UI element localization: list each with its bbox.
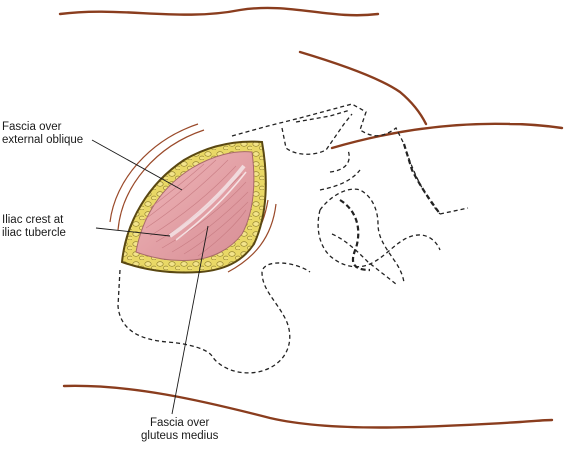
- acetabulum-outline: [319, 188, 469, 285]
- fascia-fibers: [143, 159, 249, 257]
- skin-contour-top: [58, 6, 380, 17]
- skin-contour-hip-upper: [298, 50, 428, 126]
- label-line: Fascia over: [2, 121, 62, 133]
- pubis-outline: [117, 262, 311, 374]
- incision-window: [120, 140, 267, 274]
- label-line: Iliac crest at: [2, 214, 64, 226]
- leader-gluteus-medius: [171, 225, 209, 415]
- skin-contour-bottom: [62, 384, 554, 429]
- skin-contour-hip-lower: [330, 122, 564, 150]
- iliac-inner-outline: [281, 113, 353, 155]
- leader-external-oblique: [91, 139, 183, 191]
- leader-lines: [91, 139, 209, 415]
- sacral-outline: [319, 149, 361, 191]
- pelvis-outline: [117, 103, 469, 374]
- femoral-neck-outline: [331, 233, 397, 285]
- label-fascia-external-oblique: Fascia over external oblique: [2, 121, 83, 147]
- iliac-crest-highlight: [168, 164, 246, 238]
- skin-contours: [58, 6, 564, 429]
- label-line: external oblique: [2, 134, 84, 146]
- pelvis-outline-thick: [339, 143, 441, 272]
- label-line: iliac tubercle: [2, 227, 66, 239]
- leader-iliac-crest: [95, 227, 171, 237]
- label-line: gluteus medius: [141, 430, 219, 442]
- iliac-wing-outline: [231, 103, 441, 215]
- label-fascia-gluteus-medius: Fascia over gluteus medius: [141, 417, 218, 443]
- label-iliac-crest: Iliac crest at iliac tubercle: [2, 214, 66, 240]
- label-line: Fascia over: [149, 417, 210, 429]
- ischium-outline: [317, 209, 441, 268]
